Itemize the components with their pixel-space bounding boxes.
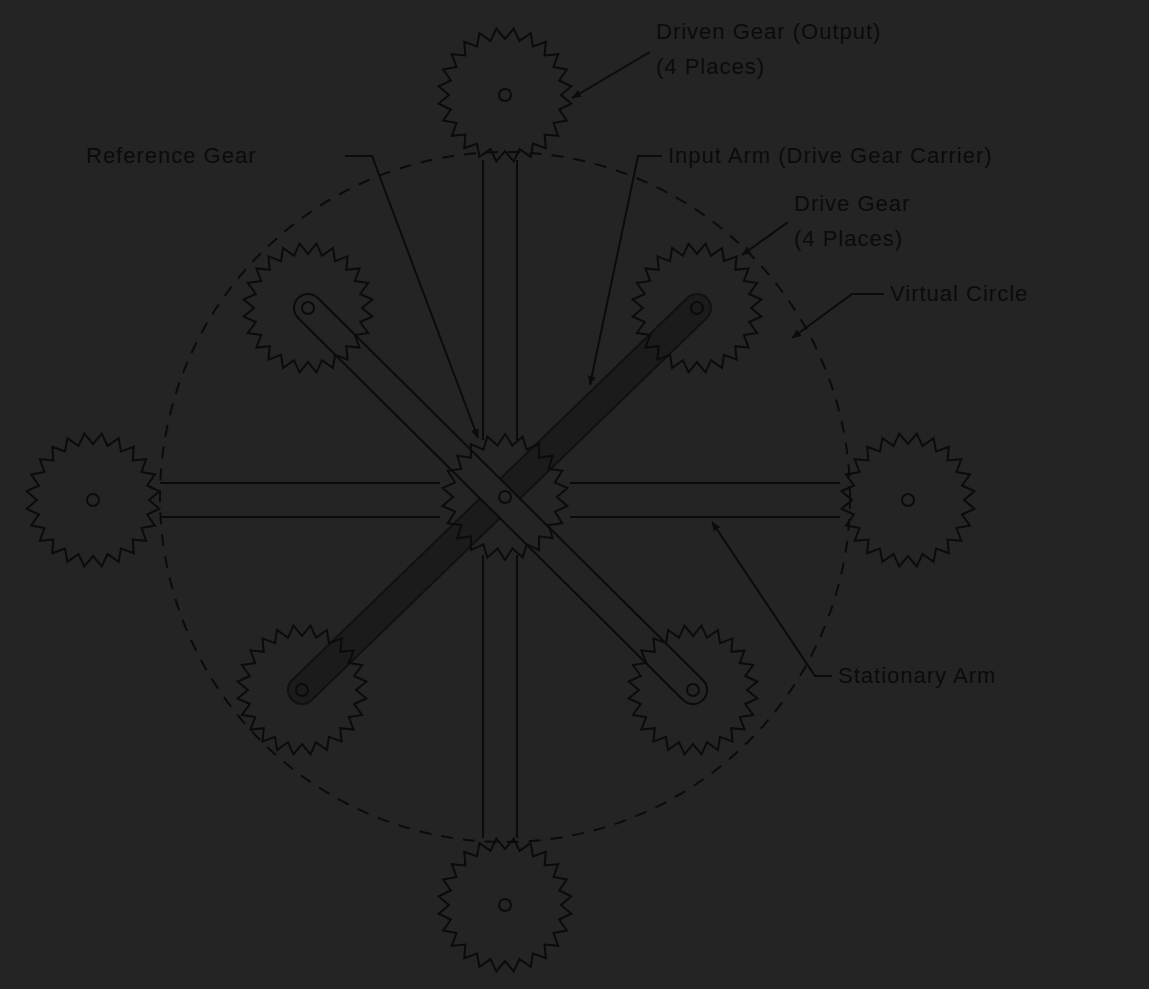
input-arm: [302, 308, 697, 690]
gear-outline: [443, 434, 568, 560]
gear-outline: [439, 29, 572, 162]
gear-hub: [302, 302, 314, 314]
gear-hub: [687, 684, 699, 696]
diagonal-arm: [308, 308, 693, 690]
gears: [27, 29, 975, 972]
callout-label: Virtual Circle: [890, 276, 1028, 311]
gear-outline: [439, 839, 572, 972]
callout-label: Input Arm (Drive Gear Carrier): [668, 138, 993, 173]
gear-outline: [238, 626, 367, 755]
gear-outline: [842, 434, 975, 567]
gear-hub: [87, 494, 99, 506]
gear-outline: [27, 434, 160, 567]
gear-hub: [499, 491, 511, 503]
callout-label: Reference Gear: [86, 138, 257, 173]
gear-outline: [633, 244, 762, 373]
virtual-circle: [160, 152, 850, 842]
callout-label: Drive Gear (4 Places): [794, 186, 920, 256]
callout-label: Driven Gear (Output) (4 Places): [656, 14, 888, 84]
callout-label: Stationary Arm: [838, 658, 996, 693]
gear-hub: [296, 684, 308, 696]
gear-outline: [629, 626, 758, 755]
gear-hub: [902, 494, 914, 506]
gear-hub: [691, 302, 703, 314]
gear-hub: [499, 89, 511, 101]
stationary-arms: [160, 160, 840, 838]
gear-hub: [499, 899, 511, 911]
gear-outline: [244, 244, 373, 373]
